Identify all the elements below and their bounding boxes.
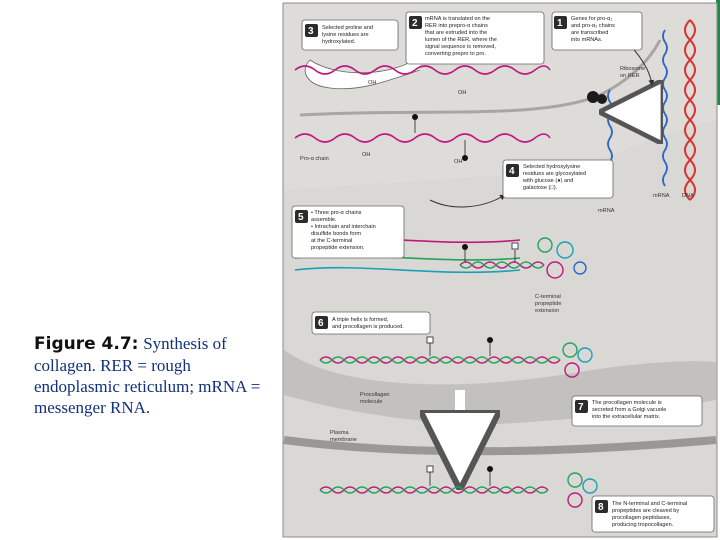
mrna-strand-right (662, 29, 668, 187)
oh-label-4: OH (454, 159, 462, 165)
step-1-line-4: into mRNAs. (571, 37, 603, 43)
plasma-membrane-label-line-2: membrane (330, 437, 357, 443)
step-8-line-3: procollagen peptidases, (612, 515, 672, 521)
step-8-line-1: The N-terminal and C-terminal (612, 501, 687, 507)
edge-accent-bar (716, 0, 720, 105)
rer-membrane (299, 39, 662, 117)
ribosome-label-line-1: Ribosome (620, 66, 645, 72)
step-2-line-4: lumen of the RER, where the (425, 37, 497, 43)
step-4-line-1: Selected hydroxylysine (523, 164, 580, 170)
step-4-number: 4 (509, 166, 515, 177)
step-4-line-4: galactose (□). (523, 185, 558, 191)
step-1-line-3: are transcribed (571, 30, 608, 36)
oh-label-2: OH (458, 90, 466, 96)
step-7-line-3: into the extracellular matrix. (592, 414, 661, 420)
c-terminal-label-line-2: propeptide (535, 301, 561, 307)
step-6-line-1: A triple helix is formed, (332, 317, 389, 323)
step-8-box: 8 The N-terminal and C-terminal propepti… (591, 495, 715, 533)
step-4-line-2: residues are glycosylated (523, 171, 586, 177)
plasma-membrane-label-line-1: Plasma (330, 430, 350, 436)
step-1-line-1: Genes for pro-α₁ (571, 16, 612, 22)
procollagen-label-line-2: molecule (360, 399, 382, 405)
tropocollagen-helix (319, 465, 598, 508)
ribosome-label-line-2: on RER (620, 73, 640, 79)
figure-label: Figure 4.7: (34, 334, 139, 354)
collagen-synthesis-diagram: 1 Genes for pro-α₁ and pro-α₂ chains are… (282, 2, 718, 538)
pro-alpha-chain (294, 133, 551, 143)
step-6-box: 6 A triple helix is formed, and procolla… (311, 311, 431, 335)
step-3-line-2: lysine residues are (322, 32, 369, 38)
step-3-number: 3 (308, 26, 314, 37)
step-5-line-1: • Three pro-α chains (311, 210, 362, 216)
step-2-box: 2 mRNA is translated on the RER into pre… (405, 11, 545, 65)
figure-caption-text: Synthesis of collagen. RER = rough endop… (34, 334, 261, 417)
step-3-line-1: Selected proline and (322, 25, 373, 31)
step-5-line-3: • Intrachain and interchain (311, 224, 376, 230)
step-5-box: 5 • Three pro-α chains assemble. • Intra… (291, 205, 405, 259)
dna-helix (684, 19, 696, 201)
step-5-line-5: at the C-terminal (311, 238, 352, 244)
oh-label-1: OH (368, 80, 376, 86)
figure-caption: Figure 4.7: Synthesis of collagen. RER =… (34, 333, 274, 418)
step-7-line-2: secreted from a Golgi vacuole (592, 407, 666, 413)
step-4-line-3: with glucose (●) and (522, 178, 573, 184)
step-2-line-2: RER into prepro-α chains (425, 23, 488, 29)
step-2-line-3: that are extruded into the (425, 30, 487, 36)
c-terminal-label-line-3: extension (535, 308, 559, 314)
arrow-step2-to-step3 (304, 54, 421, 90)
step-4-box: 4 Selected hydroxylysine residues are gl… (502, 159, 614, 199)
dna-label: DNA (682, 193, 694, 199)
mrna-label-left: mRNA (598, 208, 615, 214)
pro-chain-label: Pro-α chain (300, 156, 329, 162)
step-2-line-5: signal sequence is removed, (425, 44, 496, 50)
step-7-box: 7 The procollagen molecule is secreted f… (571, 395, 703, 427)
step-6-line-2: and procollagen is produced. (332, 324, 404, 330)
step-5-number: 5 (298, 212, 304, 223)
glycosylation-markers (412, 114, 468, 161)
step-3-box: 3 Selected proline and lysine residues a… (301, 19, 399, 51)
step-2-line-6: converting prepro to pro. (425, 51, 486, 57)
step-1-number: 1 (557, 18, 563, 29)
step-1-line-2: and pro-α₂ chains (571, 23, 615, 29)
step-6-number: 6 (318, 318, 324, 329)
step-5-line-2: assemble. (311, 217, 337, 223)
c-terminal-label-line-1: C-terminal (535, 294, 561, 300)
step-1-box: 1 Genes for pro-α₁ and pro-α₂ chains are… (551, 11, 643, 51)
mrna-label-right: mRNA (653, 193, 670, 199)
step-8-line-2: propeptides are cleaved by (612, 508, 679, 514)
step-8-line-4: producing tropocollagen. (612, 522, 674, 528)
procollagen-label-line-1: Procollagen (360, 392, 390, 398)
step-3-line-3: hydroxylated. (322, 39, 356, 45)
oh-label-3: OH (362, 152, 370, 158)
step-5-line-4: disulfide bonds form (311, 231, 361, 237)
arrow-step3-to-step4 (429, 194, 506, 208)
step-7-line-1: The procollagen molecule is (592, 400, 662, 406)
step-2-line-1: mRNA is translated on the (425, 16, 490, 22)
step-7-number: 7 (578, 402, 584, 413)
step-5-line-6: propeptide extension. (311, 245, 365, 251)
step-2-number: 2 (412, 18, 418, 29)
procollagen-helix (319, 336, 593, 378)
prepro-chain-top (294, 65, 551, 75)
step-8-number: 8 (598, 502, 604, 513)
